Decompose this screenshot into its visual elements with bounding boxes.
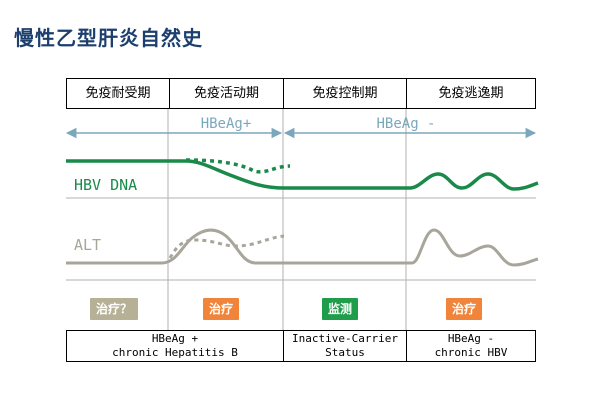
stage-hbeag-negative: HBeAg - chronic HBV xyxy=(407,332,535,360)
alt-dotted-curve xyxy=(168,234,285,259)
stage-divider xyxy=(406,331,407,361)
phase-header: 免疫耐受期 免疫活动期 免疫控制期 免疫逃逸期 xyxy=(66,78,536,109)
hbeag-positive-label: HBeAg+ xyxy=(201,116,252,132)
phase-divider xyxy=(169,79,170,108)
phase-immune-tolerant: 免疫耐受期 xyxy=(85,86,151,101)
stage-inactive-carrier: Inactive-Carrier Status xyxy=(284,332,406,360)
alt-curve xyxy=(66,228,539,267)
clinical-stage-footer: HBeAg + chronic Hepatitis B Inactive-Car… xyxy=(66,330,536,362)
treatment-badge: 治疗？ xyxy=(90,298,139,320)
hbv-dna-curve xyxy=(66,159,539,191)
stage-line: chronic Hepatitis B xyxy=(112,346,238,359)
hbeag-negative-label: HBeAg - xyxy=(376,116,435,132)
phase-divider xyxy=(406,79,407,108)
phase-immune-control: 免疫控制期 xyxy=(312,86,378,101)
stage-line: Inactive-Carrier xyxy=(292,332,398,345)
page-title: 慢性乙型肝炎自然史 xyxy=(14,26,203,50)
monitoring-badge: 监测 xyxy=(322,298,359,320)
stage-divider xyxy=(283,331,284,361)
stage-line: HBeAg + xyxy=(151,332,199,345)
stage-line: chronic HBV xyxy=(434,346,508,359)
hbv-dna-dotted-curve xyxy=(185,158,291,174)
hbv-dna-label: HBV DNA xyxy=(74,176,137,194)
phase-immune-active: 免疫活动期 xyxy=(193,86,259,101)
stage-line: HBeAg - xyxy=(447,332,495,345)
phase-divider xyxy=(283,79,284,108)
stage-line: Status xyxy=(325,346,365,359)
alt-label: ALT xyxy=(74,236,101,254)
stage-hbeag-positive: HBeAg + chronic Hepatitis B xyxy=(67,332,283,360)
treatment-badge: 治疗 xyxy=(203,298,240,320)
treatment-badge: 治疗 xyxy=(446,298,483,320)
phase-immune-escape: 免疫逃逸期 xyxy=(438,86,504,101)
